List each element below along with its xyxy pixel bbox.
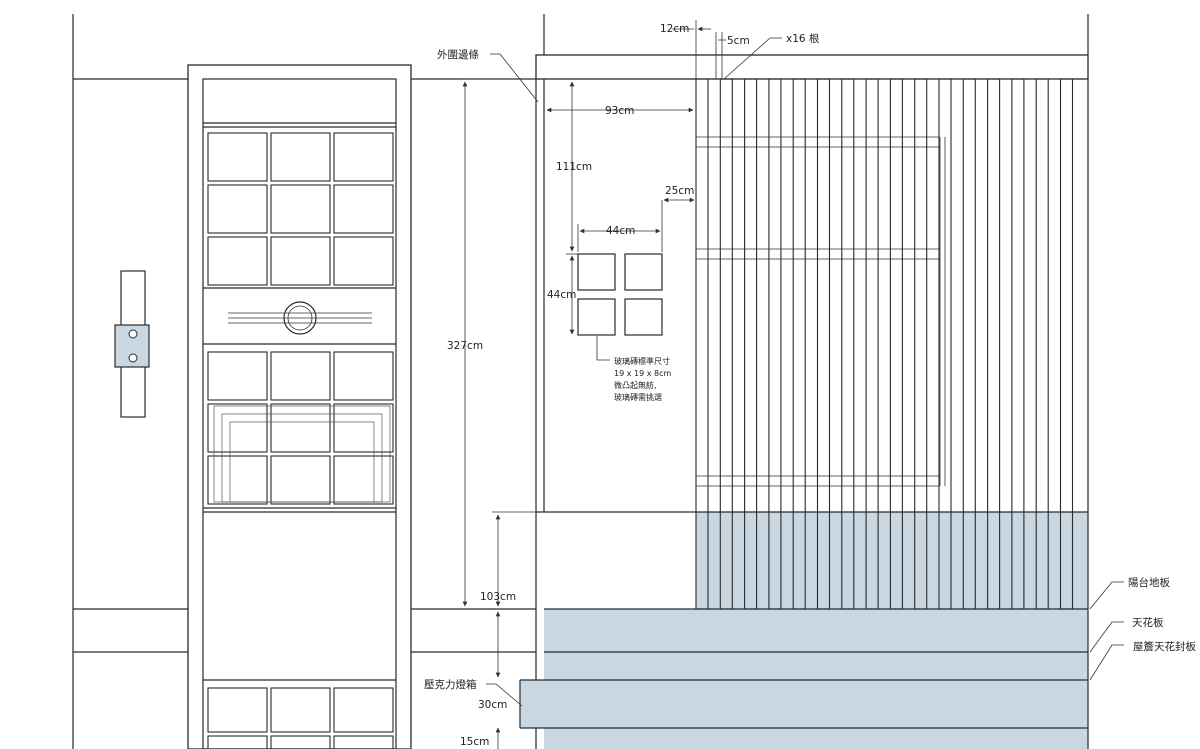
door-glass-pane	[207, 236, 268, 286]
door-glass-pane	[333, 687, 394, 733]
dim-93cm: 93cm	[605, 105, 634, 117]
dim-25cm: 25cm	[665, 185, 694, 197]
slat-count: x16 根	[786, 32, 820, 45]
wood-slat	[889, 78, 903, 610]
door-glass-pane	[207, 455, 268, 505]
door-glass-pane	[270, 687, 331, 733]
balcony-structure	[519, 54, 1089, 749]
dim-103cm: 103cm	[480, 591, 516, 603]
note-line-3: 微凸起無紡,	[614, 380, 657, 390]
label-outer-frame-edge: 外圍邊條	[437, 48, 479, 61]
door-glass-pane	[333, 132, 394, 182]
door	[187, 64, 412, 749]
door-glass-pane	[207, 735, 268, 749]
glass-block-note: 玻璃磚標準尺寸 19 x 19 x 8cm 微凸起無紡, 玻璃磚需挑選	[614, 356, 671, 402]
door-glass-pane	[333, 455, 394, 505]
wood-slat	[695, 78, 709, 610]
wood-slat	[719, 78, 733, 610]
door-glass-pane	[207, 351, 268, 401]
dim-44cm-width: 44cm	[606, 225, 635, 237]
note-line-1: 玻璃磚標準尺寸	[614, 356, 670, 366]
door-glass-pane	[333, 351, 394, 401]
dim-44cm-height: 44cm	[547, 289, 576, 301]
wood-slat	[792, 78, 806, 610]
door-panel-frame	[229, 421, 375, 503]
note-line-2: 19 x 19 x 8cm	[614, 369, 671, 378]
door-glass-pane	[270, 236, 331, 286]
dimension-lines	[458, 20, 1124, 749]
wood-slat	[987, 78, 1001, 610]
door-glass-pane	[207, 687, 268, 733]
label-eaves-ceiling-cover: 屋簷天花封板	[1133, 640, 1196, 653]
wood-slat	[914, 78, 928, 610]
wood-slat	[816, 78, 831, 610]
door-glass-pane	[207, 184, 268, 234]
glass-blocks	[577, 253, 663, 336]
label-balcony-floor: 陽台地板	[1128, 576, 1170, 589]
label-ceiling: 天花板	[1132, 616, 1164, 629]
door-glass-pane	[270, 184, 331, 234]
door-glass-pane	[270, 455, 331, 505]
part-labels: 外圍邊條 壓克力燈箱 陽台地板 天花板 屋簷天花封板	[424, 48, 1196, 691]
door-glass-pane	[207, 403, 268, 453]
wood-slat	[744, 78, 758, 610]
door-glass-pane	[270, 403, 331, 453]
dim-15cm: 15cm	[460, 736, 489, 748]
dim-5cm: 5cm	[727, 35, 750, 47]
dim-30cm: 30cm	[478, 699, 507, 711]
wood-slat	[768, 78, 782, 610]
dim-111cm: 111cm	[556, 161, 592, 173]
wall-lamp-icon	[114, 270, 150, 418]
door-glass-pane	[207, 132, 268, 182]
note-line-4: 玻璃磚需挑選	[614, 392, 662, 402]
dim-327cm: 327cm	[447, 340, 483, 352]
dim-12cm: 12cm	[660, 23, 689, 35]
door-glass-pane	[270, 735, 331, 749]
door-glass-pane	[270, 351, 331, 401]
label-acrylic-lightbox: 壓克力燈箱	[424, 678, 477, 691]
door-glass-pane	[333, 403, 394, 453]
wood-slat	[1011, 78, 1025, 610]
wood-slat	[962, 78, 976, 610]
dimension-labels: 12cm 5cm x16 根 93cm 111cm 25cm 44cm 44cm…	[447, 23, 820, 748]
wood-slat	[841, 78, 855, 610]
wood-slat	[1035, 78, 1049, 610]
wood-slat	[865, 78, 879, 610]
door-glass-pane	[333, 735, 394, 749]
wood-slat	[1059, 78, 1074, 610]
door-glass-pane	[270, 132, 331, 182]
door-glass-pane	[333, 236, 394, 286]
wood-slat	[938, 78, 952, 610]
door-glass-pane	[333, 184, 394, 234]
